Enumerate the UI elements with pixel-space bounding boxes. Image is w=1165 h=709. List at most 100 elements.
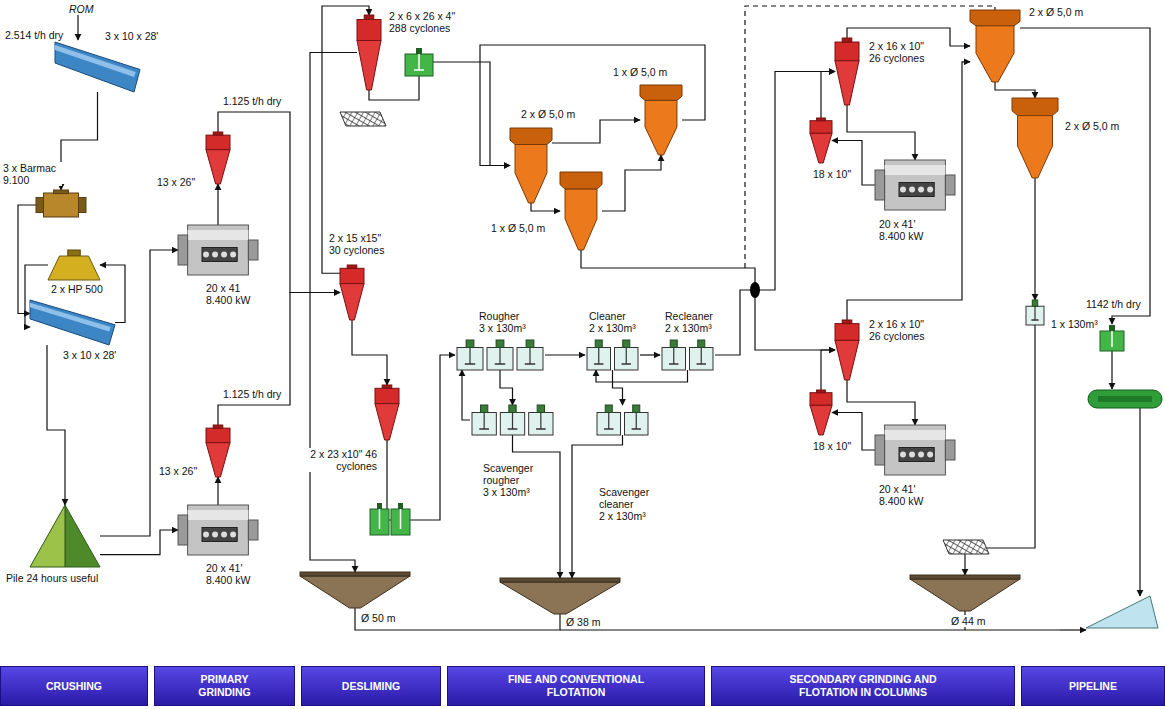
hydrocyclone: 2 x 23 x10" 46 cyclones (375, 385, 399, 440)
drawing-part (910, 575, 1020, 579)
equipment-icon (835, 38, 859, 105)
equipment-icon (48, 250, 100, 280)
drawing-part (375, 404, 399, 440)
hydrocyclone: 2 x 16 x 10" 26 cyclones (835, 38, 859, 105)
equipment-icon (585, 340, 640, 370)
equipment-icon (470, 405, 555, 435)
slurry-line (552, 120, 640, 143)
drawing-part (835, 61, 859, 105)
equipment-label: 20 x 41 8.400 kW (205, 282, 267, 306)
pipeline-station (1086, 596, 1158, 628)
drawing-part (499, 348, 500, 365)
equipment-icon (910, 575, 1020, 611)
drawing-part (640, 85, 682, 100)
slurry-line (1034, 178, 1035, 300)
drawing-part (817, 118, 826, 121)
drawing-part (375, 385, 399, 440)
drawing-part (509, 405, 516, 413)
stockpile: Pile 24 hours useful (30, 505, 100, 567)
slurry-line (18, 205, 36, 314)
drawing-part (810, 133, 832, 163)
hydrocyclone: 13 x 26" (206, 425, 230, 477)
drawing-part (636, 413, 637, 430)
drawing-part (1034, 306, 1035, 320)
equipment-icon (875, 160, 955, 210)
drawing-part (626, 348, 627, 365)
equipment-label: Rougher3 x 130m³ (478, 310, 540, 334)
hydrocyclone: 18 x 10" (810, 118, 832, 163)
drawing-part (875, 425, 955, 475)
drawing-part (810, 118, 832, 163)
drawing-part (560, 172, 602, 189)
label-text: 13 x 26" (157, 176, 195, 188)
equipment-label: 13 x 26" (158, 465, 198, 477)
drawing-part (697, 363, 706, 365)
label-text: FINE AND CONVENTIONAL FLOTATION (501, 673, 651, 699)
drawing-part (391, 509, 410, 535)
drawing-part (565, 189, 597, 250)
flotation-column: 2 x Ø 5,0 m (1012, 98, 1058, 178)
drawing-part (835, 320, 859, 380)
drawing-part (379, 509, 381, 529)
slurry-line (462, 370, 470, 420)
drawing-part (597, 405, 648, 435)
slurry-line (480, 45, 705, 166)
slurry-line (531, 203, 560, 211)
drawing-part (633, 405, 640, 413)
drawing-part (640, 85, 682, 155)
drawing-part (30, 505, 65, 567)
flotation-column: 2 x Ø 5,0 m (970, 10, 1020, 82)
drawing-part (188, 230, 249, 240)
slurry-line (47, 345, 65, 505)
slurry-line (821, 72, 835, 119)
drawing-part (899, 183, 934, 197)
slurry-line (500, 370, 513, 405)
equipment-label: Ø 44 m (950, 615, 986, 627)
cone-crusher: 2 x HP 500 (48, 250, 100, 280)
drawing-part (206, 132, 230, 184)
drawing-part (178, 225, 258, 275)
equipment-label: 1 x 130m³ (1050, 318, 1099, 330)
label-text: 3 x 10 x 28' (105, 30, 158, 42)
drawing-part (1100, 331, 1124, 351)
drawing-part (842, 38, 852, 42)
drawing-part (466, 340, 474, 348)
label-text: 2 x Ø 5,0 m (1029, 6, 1083, 18)
slurry-line (965, 325, 1035, 575)
equipment-icon (810, 118, 832, 163)
flotation-column: 1 x Ø 5,0 m (560, 172, 602, 250)
label-text: 3 x 10 x 28' (63, 349, 116, 361)
label-text: 2 x Ø 5,0 m (521, 108, 575, 120)
drawing-part (976, 26, 1014, 82)
slurry-line (513, 435, 561, 578)
drawing-part (810, 393, 832, 406)
flow-rate-label: 1.125 t/h dry (222, 388, 282, 400)
drawing-part (1098, 396, 1152, 402)
drawing-part (500, 413, 524, 436)
drawing-part (918, 187, 924, 193)
label-text: 2 x HP 500 (51, 283, 103, 295)
drawing-part (347, 265, 357, 268)
drawing-part (340, 268, 364, 283)
equipment-label: 18 x 10" (812, 168, 852, 180)
label-text: 2 x 6 x 26 x 4" 288 cyclones (389, 10, 469, 34)
desliming-screen (340, 112, 386, 126)
drawing-part (909, 187, 915, 193)
drawing-part (44, 193, 79, 217)
flow-rate-label: 2.514 t/h dry (4, 29, 64, 41)
drawing-part (457, 340, 543, 370)
drawing-part (357, 15, 381, 90)
flow-rate-label: 1142 t/h dry (1085, 298, 1142, 310)
drawing-part (1032, 300, 1037, 306)
slurry-line (596, 370, 688, 382)
drawing-part (484, 413, 485, 430)
drawing-part (400, 509, 402, 529)
drawing-part (673, 348, 674, 365)
drawing-part (1111, 351, 1112, 389)
equipment-label: 3 x Barmac 9.100 (2, 162, 62, 186)
drawing-part (357, 41, 381, 91)
drawing-part (248, 240, 258, 260)
label-text: DESLIMING (342, 680, 400, 693)
